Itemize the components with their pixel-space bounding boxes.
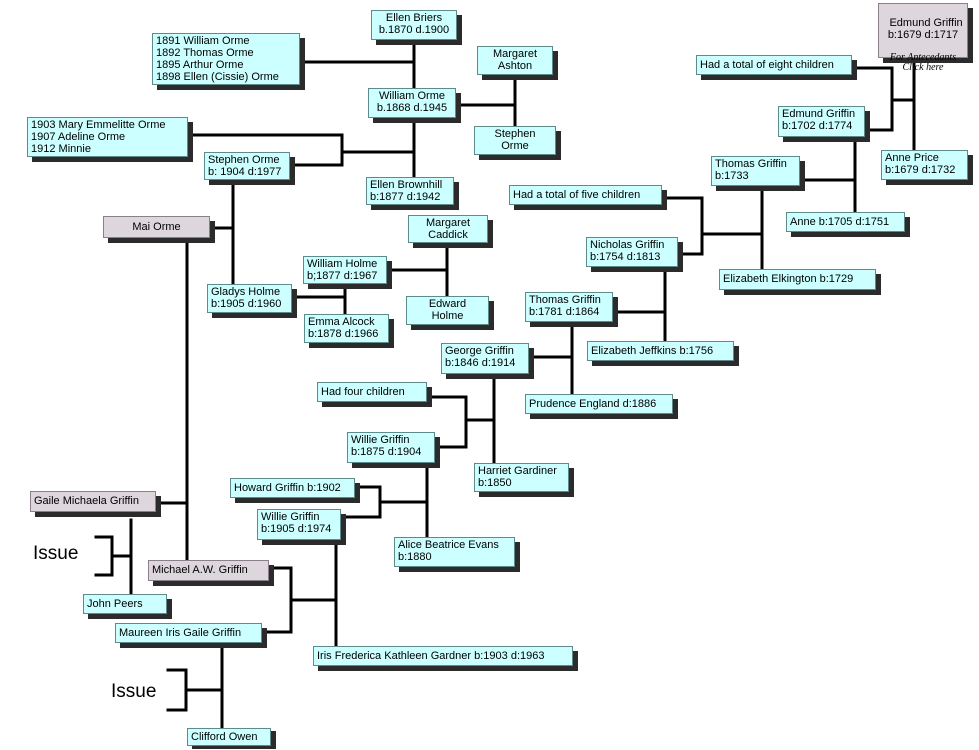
person-margaret-caddick: Margaret Caddick [408, 215, 488, 243]
person-gladys-holme: Gladys Holme b:1905 d:1960 [207, 284, 292, 313]
person-mai-orme: Mai Orme [103, 216, 210, 238]
person-harriet-gardiner: Harriet Gardiner b:1850 [474, 463, 569, 492]
person-nicholas-griffin: Nicholas Griffin b:1754 d:1813 [586, 237, 678, 267]
person-emma-alcock: Emma Alcock b:1878 d:1966 [304, 314, 389, 343]
connector [416, 395, 468, 449]
connector [185, 133, 344, 167]
person-elizabeth-elkington: Elizabeth Elkington b:1729 [719, 269, 876, 290]
person-thomas-griffin-1733: Thomas Griffin b:1733 [711, 156, 800, 186]
person-edmund-griffin-1679[interactable]: Edmund Griffin b:1679 d:1717 For Anteced… [878, 3, 968, 73]
person-ellen-brownhill: Ellen Brownhill b:1877 d:1942 [366, 177, 454, 205]
person-elizabeth-jeffkins: Elizabeth Jeffkins b:1756 [587, 341, 734, 361]
issue-label-2: Issue [111, 681, 157, 702]
person-george-griffin: George Griffin b:1846 d:1914 [441, 343, 529, 374]
orme-children-list: 1891 William Orme 1892 Thomas Orme 1895 … [152, 33, 300, 85]
issue-label-1: Issue [33, 543, 79, 564]
person-alice-beatrice-evans: Alice Beatrice Evans b:1880 [394, 537, 515, 567]
person-margaret-ashton: Margaret Ashton [477, 46, 553, 75]
person-william-orme: William Orme b.1868 d.1945 [368, 88, 456, 118]
person-howard-griffin: Howard Griffin b:1902 [230, 478, 355, 498]
person-anne-1705: Anne b:1705 d:1751 [786, 212, 905, 232]
person-iris-gardner: Iris Frederica Kathleen Gardner b:1903 d… [313, 646, 573, 666]
person-clifford-owen: Clifford Owen [187, 728, 271, 746]
person-william-holme: William Holme b;1877 d:1967 [303, 256, 387, 284]
person-thomas-griffin-1781: Thomas Griffin b:1781 d:1864 [525, 292, 613, 322]
connector [660, 196, 704, 256]
person-gaile-michaela-griffin: Gaile Michaela Griffin [30, 491, 156, 512]
person-stephen-orme: Stephen Orme b: 1904 d:1977 [204, 152, 290, 180]
connector [94, 535, 114, 577]
person-john-peers: John Peers [83, 594, 167, 614]
person-ellen-briers: Ellen Briers b.1870 d.1900 [371, 10, 457, 40]
person-prudence-england: Prudence England d:1886 [525, 394, 673, 414]
person-michael-griffin: Michael A.W. Griffin [148, 560, 269, 581]
person-maureen-griffin: Maureen Iris Gaile Griffin [115, 623, 262, 643]
antecedants-link[interactable]: For Antecedants Click here [889, 52, 957, 73]
person-anne-price: Anne Price b:1679 d:1732 [881, 150, 968, 180]
note-five-children: Had a total of five children [509, 185, 662, 205]
stephen-orme-children-list: 1903 Mary Emmelitte Orme 1907 Adeline Or… [27, 117, 188, 157]
person-edward-holme: Edward Holme [406, 296, 489, 325]
note-eight-children: Had a total of eight children [696, 55, 852, 75]
person-stephen-orme-son: Stephen Orme [474, 126, 556, 155]
person-willie-griffin-1905: Willie Griffin b:1905 d:1974 [257, 509, 341, 540]
person-edmund-griffin-1702: Edmund Griffin b:1702 d:1774 [778, 106, 865, 137]
connector [166, 668, 188, 712]
note-four-children: Had four children [317, 382, 427, 402]
person-willie-griffin-1875: Willie Griffin b:1875 d:1904 [347, 432, 435, 463]
edmund-griffin-1679-label: Edmund Griffin b:1679 d:1717 [887, 17, 963, 41]
